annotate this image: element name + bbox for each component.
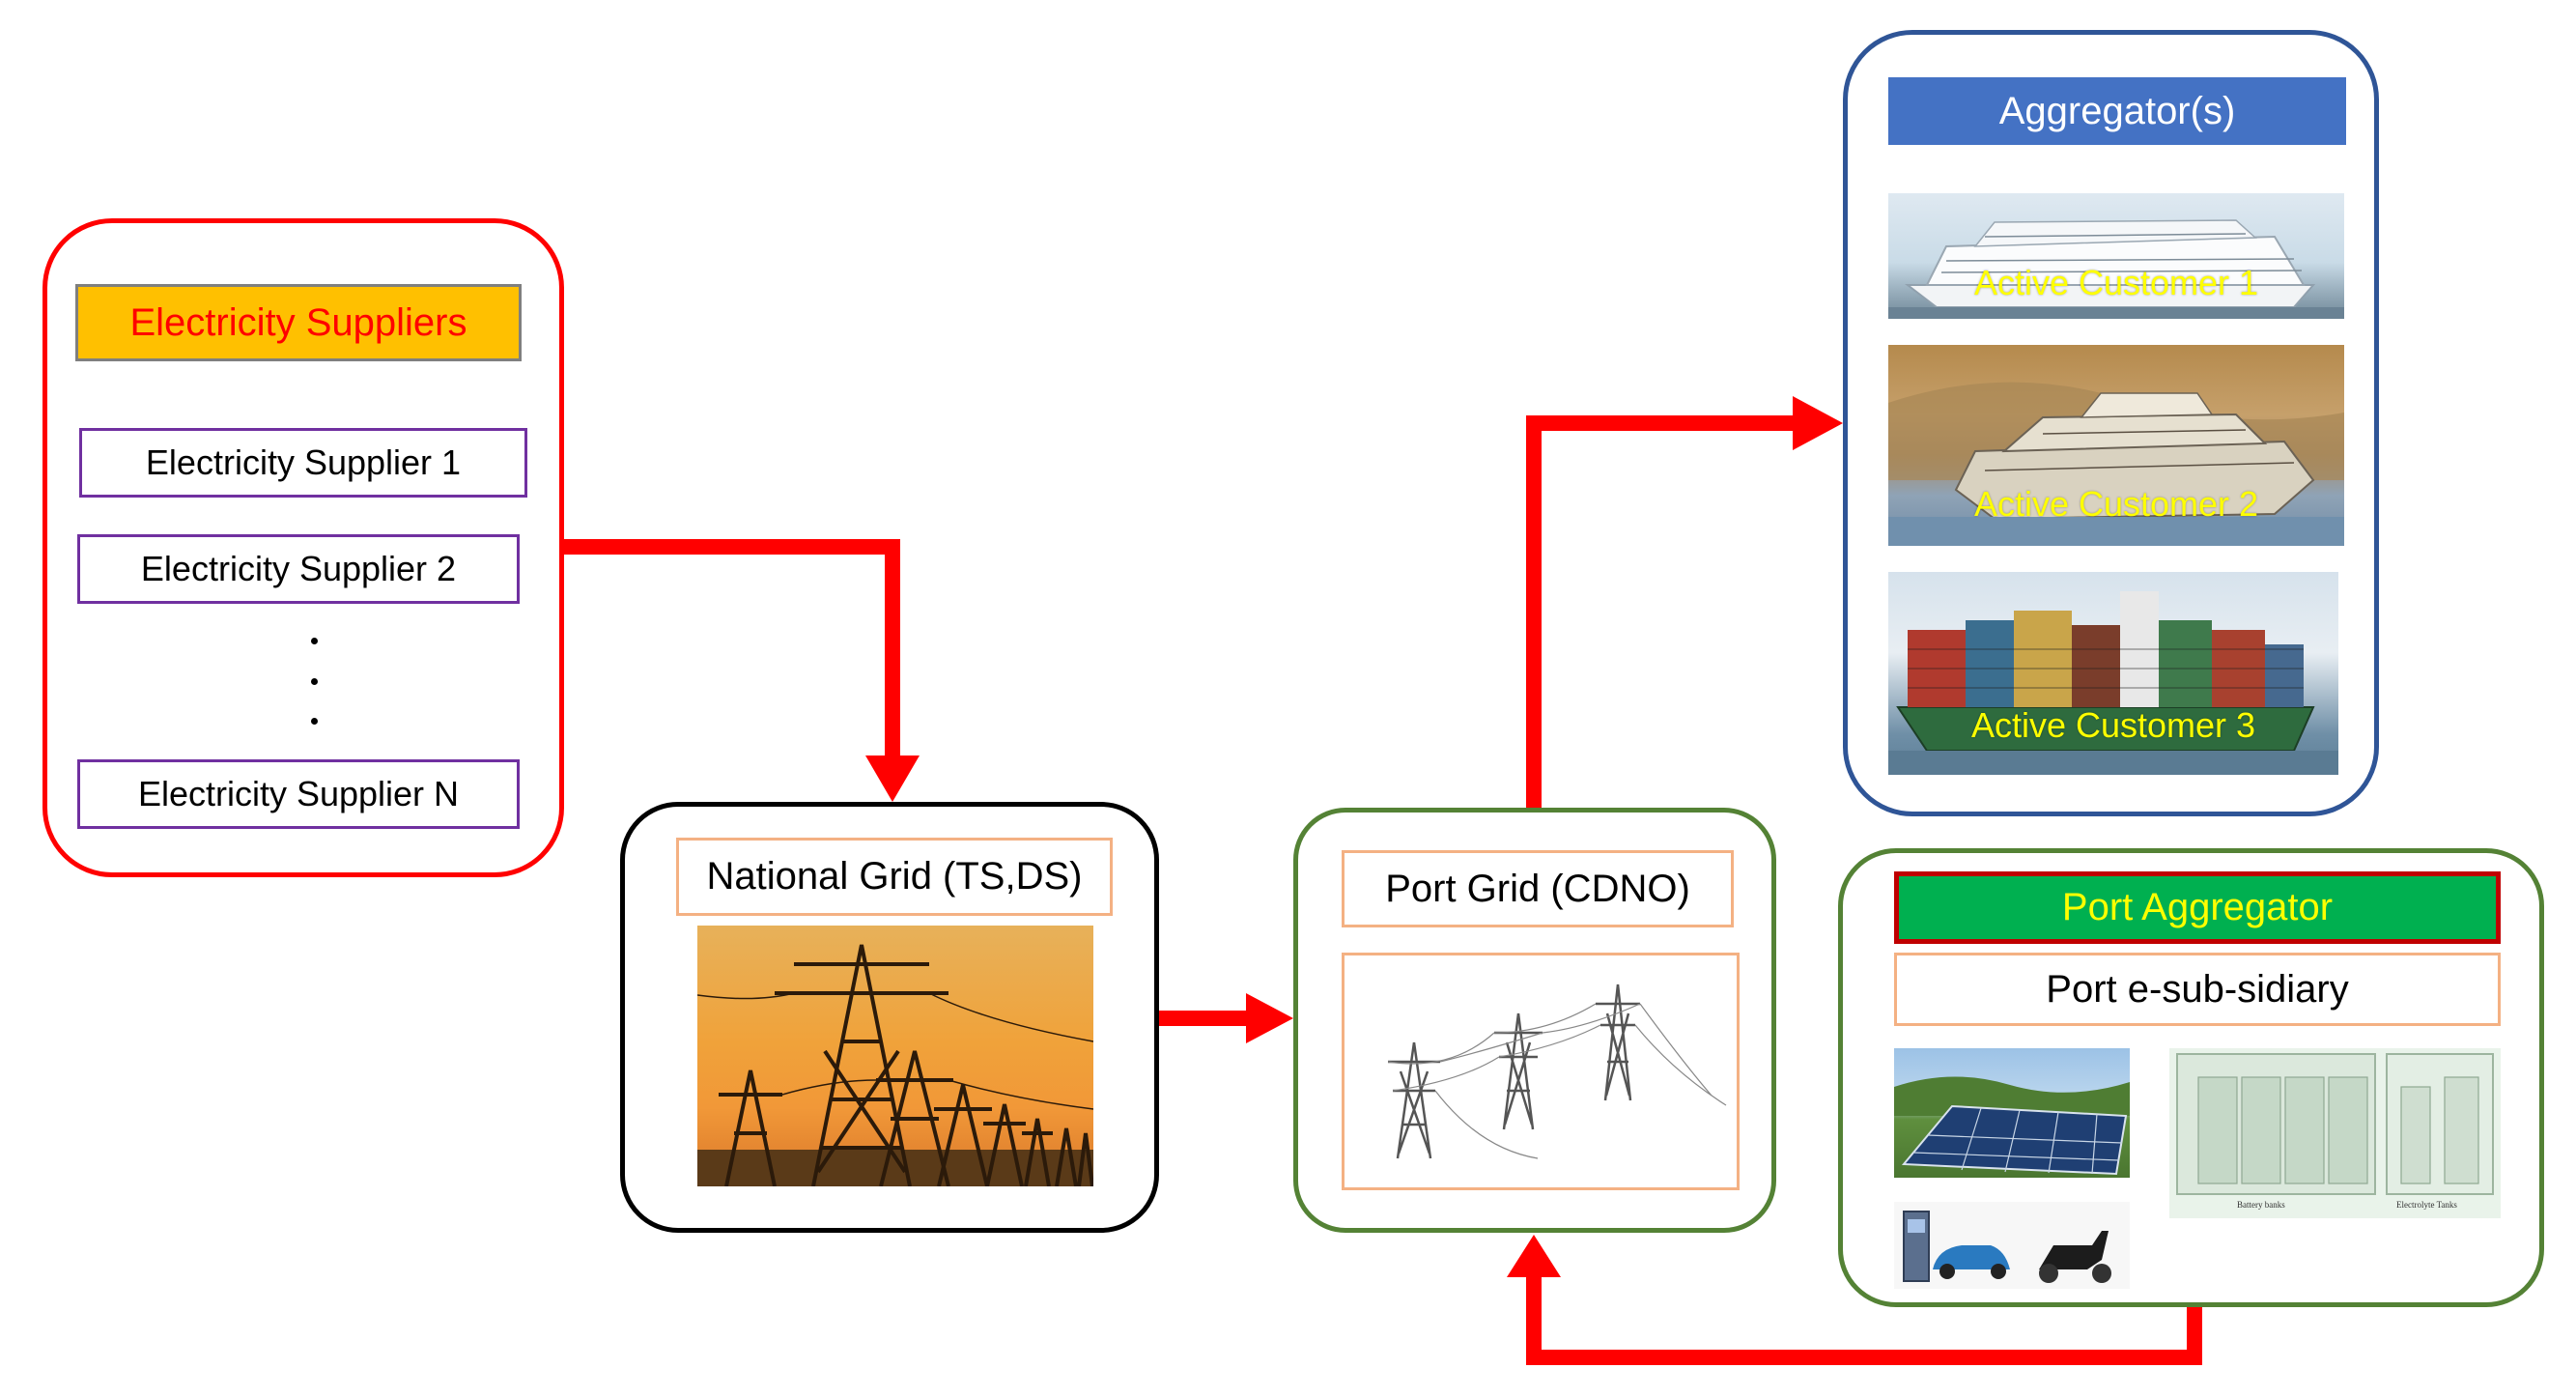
arrow-suppliers-to-national-grid [564,539,900,763]
electricity-supplier-1: Electricity Supplier 1 [79,428,527,498]
electricity-supplier-2: Electricity Supplier 2 [77,534,520,604]
port-aggregator-title: Port Aggregator [1894,871,2501,944]
cruise-ship-photo: Active Customer 1 [1888,193,2344,319]
electricity-suppliers-title: Electricity Suppliers [75,284,522,361]
active-customer-1-label: Active Customer 1 [1973,263,2259,302]
ev-charging-photo [1894,1202,2130,1289]
suppliers-ellipsis [299,638,328,725]
container-ship-photo: Active Customer 3 [1888,572,2338,775]
national-grid-title: National Grid (TS,DS) [676,838,1113,916]
aggregators-title: Aggregator(s) [1888,77,2346,145]
port-e-subsidiary-title: Port e-sub-sidiary [1894,953,2501,1026]
port-grid-title: Port Grid (CDNO) [1342,850,1734,927]
active-customer-2-label: Active Customer 2 [1973,484,2259,524]
arrow-head-aggregators [1793,396,1843,450]
catamaran-ship-photo: Active Customer 2 [1888,345,2344,546]
transmission-towers-photo [697,926,1093,1186]
active-customer-3-label: Active Customer 3 [1970,705,2256,745]
electricity-supplier-n: Electricity Supplier N [77,759,520,829]
arrow-head-port-grid [1246,993,1293,1043]
electrolyte-tanks-caption: Electrolyte Tanks [2396,1200,2457,1210]
arrow-head-national-grid [865,756,920,802]
battery-banks-caption: Battery banks [2237,1200,2285,1210]
solar-panels-photo [1894,1048,2130,1178]
battery-storage-photo: Battery banks Electrolyte Tanks [2169,1048,2501,1218]
power-lines-illustration [1342,953,1740,1190]
arrow-port-grid-to-aggregators [1526,415,1797,808]
arrow-port-aggregator-to-port-grid [1526,1273,2202,1365]
arrow-head-port-grid-bottom [1507,1235,1561,1277]
